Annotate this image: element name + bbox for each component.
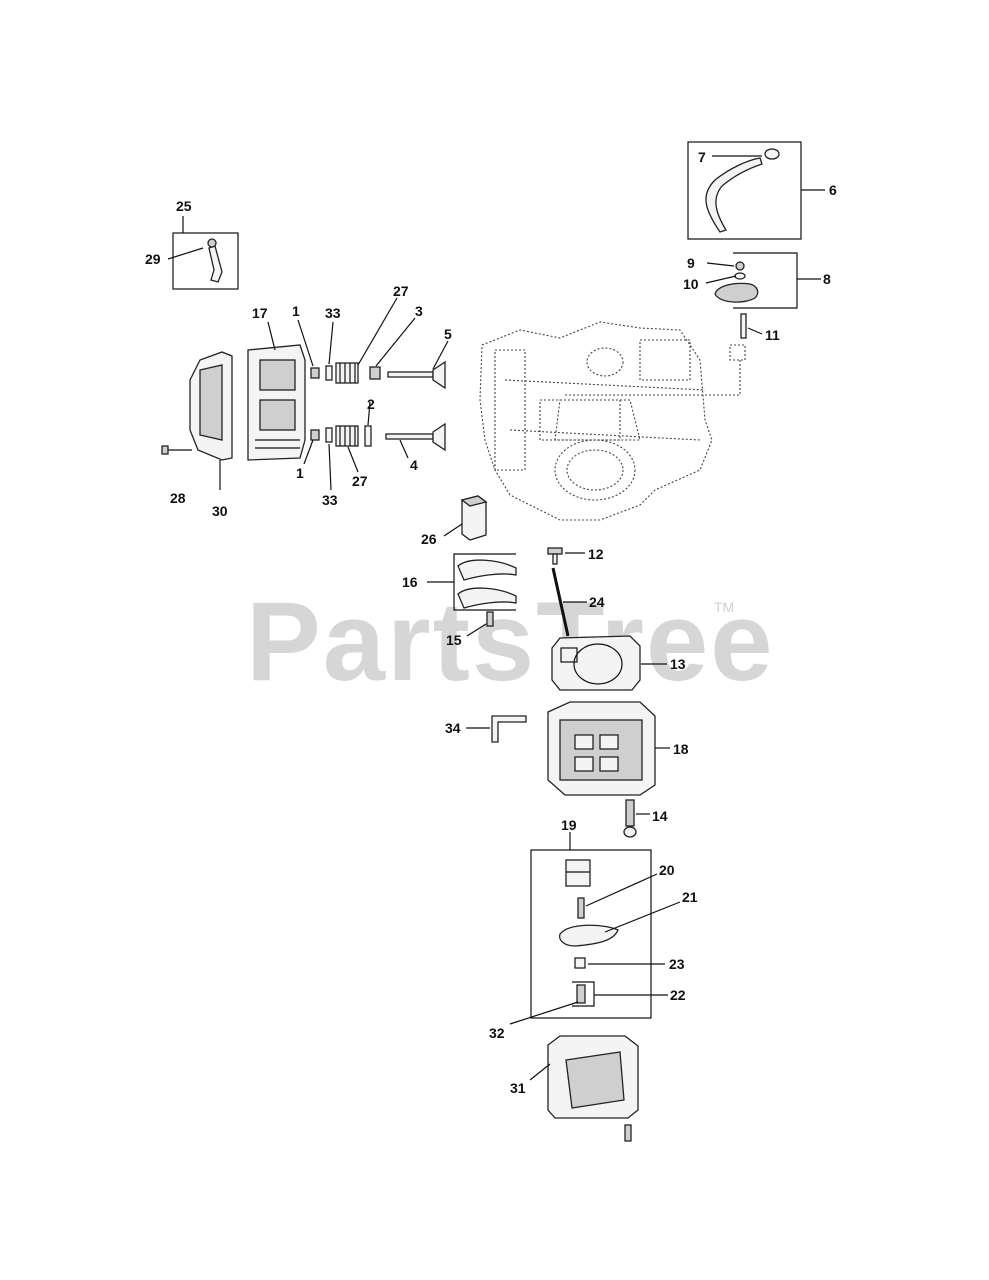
- callout-10: 10: [683, 276, 699, 292]
- rocker-cover-side: [161, 351, 233, 490]
- callout-27-top: 27: [393, 283, 409, 299]
- breather-tube: [208, 245, 223, 283]
- callout-19: 19: [561, 817, 577, 833]
- group-6-breather-hose: [687, 141, 825, 240]
- exhaust-valve: [387, 360, 446, 390]
- push-rod-guide-block: [443, 495, 488, 541]
- callout-3: 3: [415, 303, 423, 319]
- callout-30: 30: [212, 503, 228, 519]
- callout-9: 9: [687, 255, 695, 271]
- screw-22: [509, 981, 668, 1025]
- group-25-fitting: [167, 216, 239, 290]
- callout-26: 26: [421, 531, 437, 547]
- cover-screw: [624, 1124, 632, 1142]
- callout-1-top: 1: [292, 303, 300, 319]
- spring-top: [335, 362, 359, 384]
- callout-34: 34: [445, 720, 461, 736]
- cylinder-head-side: [247, 321, 306, 461]
- bolt-head-12: [547, 547, 563, 555]
- retainer-top: [325, 365, 333, 381]
- callout-4: 4: [410, 457, 418, 473]
- watermark-trademark: TM: [714, 599, 734, 615]
- plate-19: [565, 859, 591, 887]
- stud-20: [577, 873, 658, 919]
- bracket-34: [466, 715, 527, 743]
- breather-hose: [705, 157, 763, 233]
- callout-2: 2: [367, 396, 375, 412]
- stud: [740, 313, 747, 339]
- pushrod-and-bolt: [547, 547, 587, 637]
- callout-17: 17: [252, 305, 268, 321]
- adjuster-15: [466, 611, 494, 637]
- rocker-arm-bottom: [457, 587, 517, 609]
- keeper-top: [310, 367, 320, 379]
- pushrod-24: [551, 567, 570, 637]
- callout-16: 16: [402, 574, 418, 590]
- callout-7: 7: [698, 149, 706, 165]
- callout-18: 18: [673, 741, 689, 757]
- callout-15: 15: [446, 632, 462, 648]
- callout-6: 6: [829, 182, 837, 198]
- callout-25: 25: [176, 198, 192, 214]
- group-19-box: [509, 832, 681, 1025]
- callout-28: 28: [170, 490, 186, 506]
- callout-31: 31: [510, 1080, 526, 1096]
- callout-5: 5: [444, 326, 452, 342]
- seal-2: [364, 425, 372, 447]
- group-25-box: [172, 232, 239, 290]
- retainer-bottom: [325, 427, 333, 443]
- rocker-arm-top: [457, 559, 517, 581]
- callout-14: 14: [652, 808, 668, 824]
- intake-valve: [385, 422, 446, 452]
- callout-29: 29: [145, 251, 161, 267]
- crankcase-outline: [479, 321, 740, 521]
- valve-train: [297, 297, 449, 491]
- callout-1-bottom: 1: [296, 465, 304, 481]
- spring-bottom: [335, 425, 359, 447]
- callout-13: 13: [670, 656, 686, 672]
- callout-labels: 25 29 7 6 9 8 10 11 27 1 33 3 5 17 2 4 1…: [145, 149, 837, 1096]
- valve-cover-31: [529, 1035, 639, 1142]
- group-16-rocker-arms: [427, 553, 517, 637]
- washer: [734, 272, 746, 280]
- gasket-13: [551, 635, 641, 691]
- nut: [735, 261, 745, 271]
- head-gasket: [551, 635, 667, 691]
- callout-27-bottom: 27: [352, 473, 368, 489]
- valve-seal: [369, 366, 381, 380]
- callout-32: 32: [489, 1025, 505, 1041]
- callout-12: 12: [588, 546, 604, 562]
- callout-20: 20: [659, 862, 675, 878]
- nut-23: [574, 957, 665, 969]
- callout-11: 11: [765, 327, 780, 343]
- callout-21: 21: [682, 889, 698, 905]
- callout-23: 23: [669, 956, 685, 972]
- rocker-21: [558, 901, 681, 947]
- breather-cover: [714, 282, 759, 303]
- callout-33-bottom: 33: [322, 492, 338, 508]
- hose-clamp: [764, 148, 780, 160]
- group-8-breather-cover: [705, 252, 821, 395]
- cylinder-head-front: [547, 701, 670, 796]
- callout-22: 22: [670, 987, 686, 1003]
- callout-24: 24: [589, 594, 605, 610]
- callout-33-top: 33: [325, 305, 341, 321]
- head-bolt-14: [623, 799, 650, 838]
- callout-8: 8: [823, 271, 831, 287]
- keeper-bottom: [310, 429, 320, 441]
